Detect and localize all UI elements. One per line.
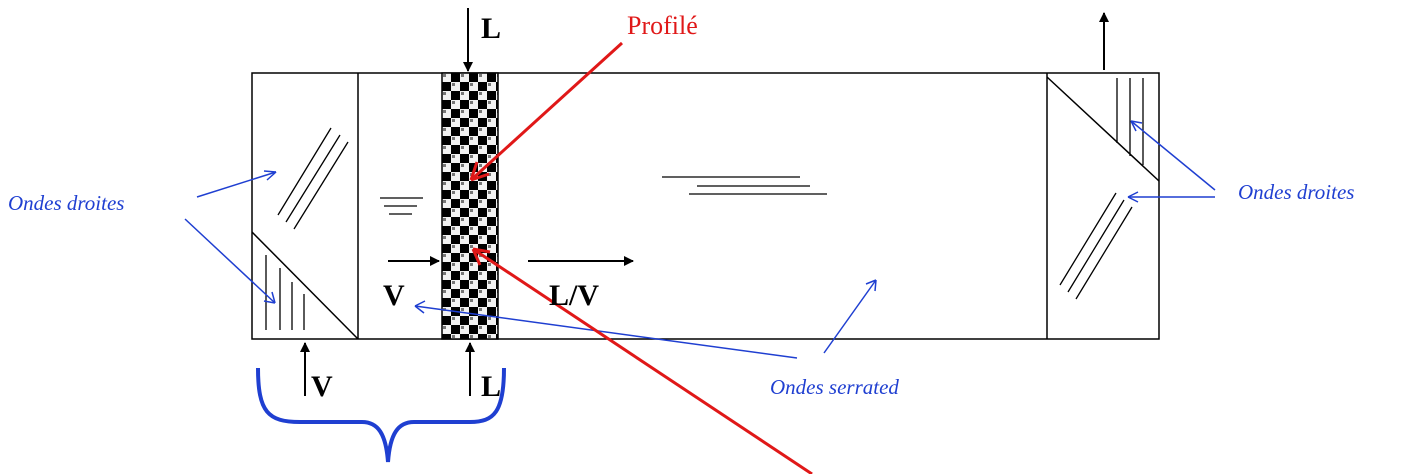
label-profile: Profilé (627, 11, 698, 40)
flow-arrows (300, 8, 1109, 396)
blue-annotation-lines (184, 120, 1216, 359)
label-L-over-V: L/V (549, 279, 599, 312)
right-lower-waves (1059, 192, 1133, 300)
left-diagonal-line (251, 231, 359, 340)
downstream-water-level-mark (662, 176, 827, 195)
label-L-bottom: L (481, 370, 501, 403)
channel-outline (251, 72, 1160, 340)
grouping-brace (256, 367, 506, 463)
water-level-mark (380, 197, 423, 215)
label-V-bottom-left: V (311, 370, 333, 403)
label-waves-right: Ondes droites (1238, 180, 1354, 204)
right-diagonal-line (1046, 76, 1160, 182)
right-upper-waves (1116, 78, 1144, 165)
red-annotation-arrows (469, 41, 813, 474)
profile-band (441, 72, 499, 340)
label-waves-serrated: Ondes serrated (770, 375, 899, 399)
label-waves-left: Ondes droites (8, 191, 124, 215)
label-V-inside: V (383, 279, 405, 312)
left-upper-waves (277, 127, 349, 230)
label-L-top: L (481, 12, 501, 45)
left-lower-waves (265, 255, 305, 330)
